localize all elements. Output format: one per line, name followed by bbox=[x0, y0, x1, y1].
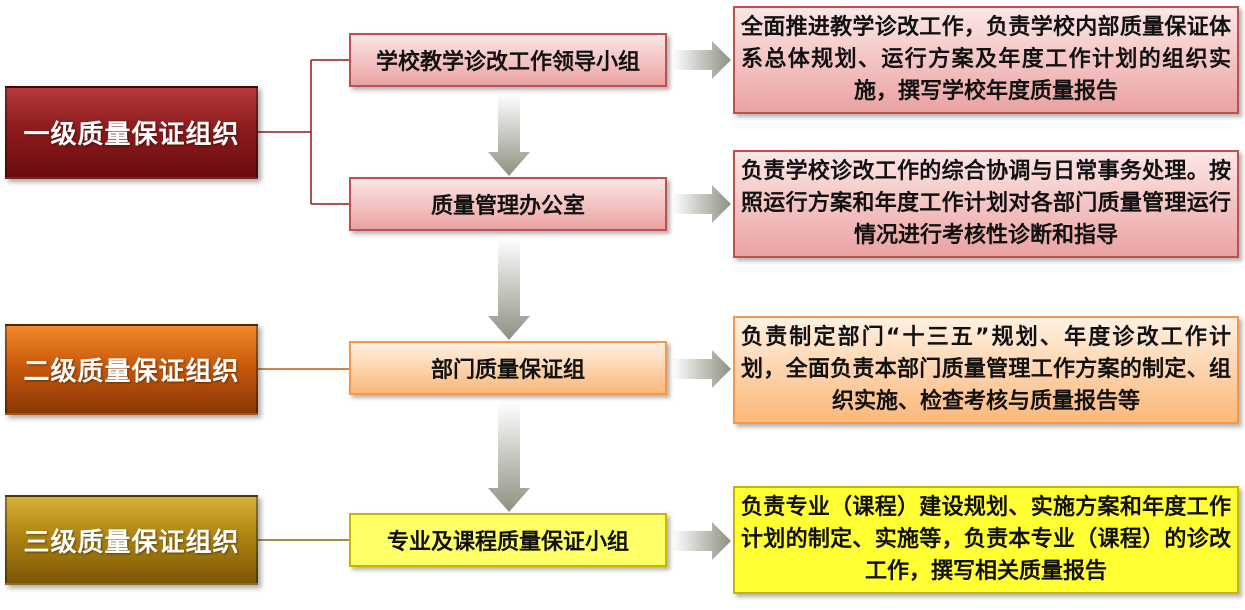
right-arrow-icon bbox=[672, 41, 731, 79]
leading-group-box: 学校教学诊改工作领导小组 bbox=[349, 33, 667, 87]
right-arrow-icon bbox=[672, 185, 731, 223]
level-3-label: 三级质量保证组织 bbox=[23, 527, 240, 558]
major-course-group-label: 专业及课程质量保证小组 bbox=[386, 530, 629, 555]
right-arrow-icon bbox=[672, 522, 731, 560]
quality-office-box: 质量管理办公室 bbox=[349, 177, 667, 231]
description-department-group: 负责制定部门“十三五”规划、年度诊改工作计划，全面负责本部门质量管理工作方案的制… bbox=[733, 316, 1239, 424]
description-text: 全面推进教学诊改工作，负责学校内部质量保证体系总体规划、运行方案及年度工作计划的… bbox=[741, 15, 1231, 104]
description-text: 负责专业（课程）建设规划、实施方案和年度工作计划的制定、实施等，负责本专业（课程… bbox=[741, 495, 1231, 584]
level-3-box: 三级质量保证组织 bbox=[5, 495, 258, 585]
level-2-label: 二级质量保证组织 bbox=[23, 357, 240, 387]
level-1-label: 一级质量保证组织 bbox=[23, 120, 240, 150]
quality-office-label: 质量管理办公室 bbox=[430, 194, 585, 219]
description-leading-group: 全面推进教学诊改工作，负责学校内部质量保证体系总体规划、运行方案及年度工作计划的… bbox=[733, 6, 1239, 114]
level-2-box: 二级质量保证组织 bbox=[5, 324, 258, 415]
department-group-box: 部门质量保证组 bbox=[349, 341, 667, 395]
right-arrow-icon bbox=[672, 350, 731, 388]
description-quality-office: 负责学校诊改工作的综合协调与日常事务处理。按照运行方案和年度工作计划对各部门质量… bbox=[733, 150, 1239, 258]
description-text: 负责制定部门“十三五”规划、年度诊改工作计划，全面负责本部门质量管理工作方案的制… bbox=[741, 325, 1231, 414]
description-text: 负责学校诊改工作的综合协调与日常事务处理。按照运行方案和年度工作计划对各部门质量… bbox=[741, 159, 1231, 248]
department-group-label: 部门质量保证组 bbox=[430, 358, 585, 383]
level-1-box: 一级质量保证组织 bbox=[5, 86, 258, 179]
major-course-group-box: 专业及课程质量保证小组 bbox=[349, 513, 667, 567]
description-major-course-group: 负责专业（课程）建设规划、实施方案和年度工作计划的制定、实施等，负责本专业（课程… bbox=[733, 486, 1239, 594]
level1-bracket-connector bbox=[258, 59, 349, 205]
down-arrow-icon bbox=[488, 402, 530, 512]
down-arrow-icon bbox=[488, 94, 530, 176]
down-arrow-icon bbox=[488, 238, 530, 340]
leading-group-label: 学校教学诊改工作领导小组 bbox=[375, 50, 640, 75]
